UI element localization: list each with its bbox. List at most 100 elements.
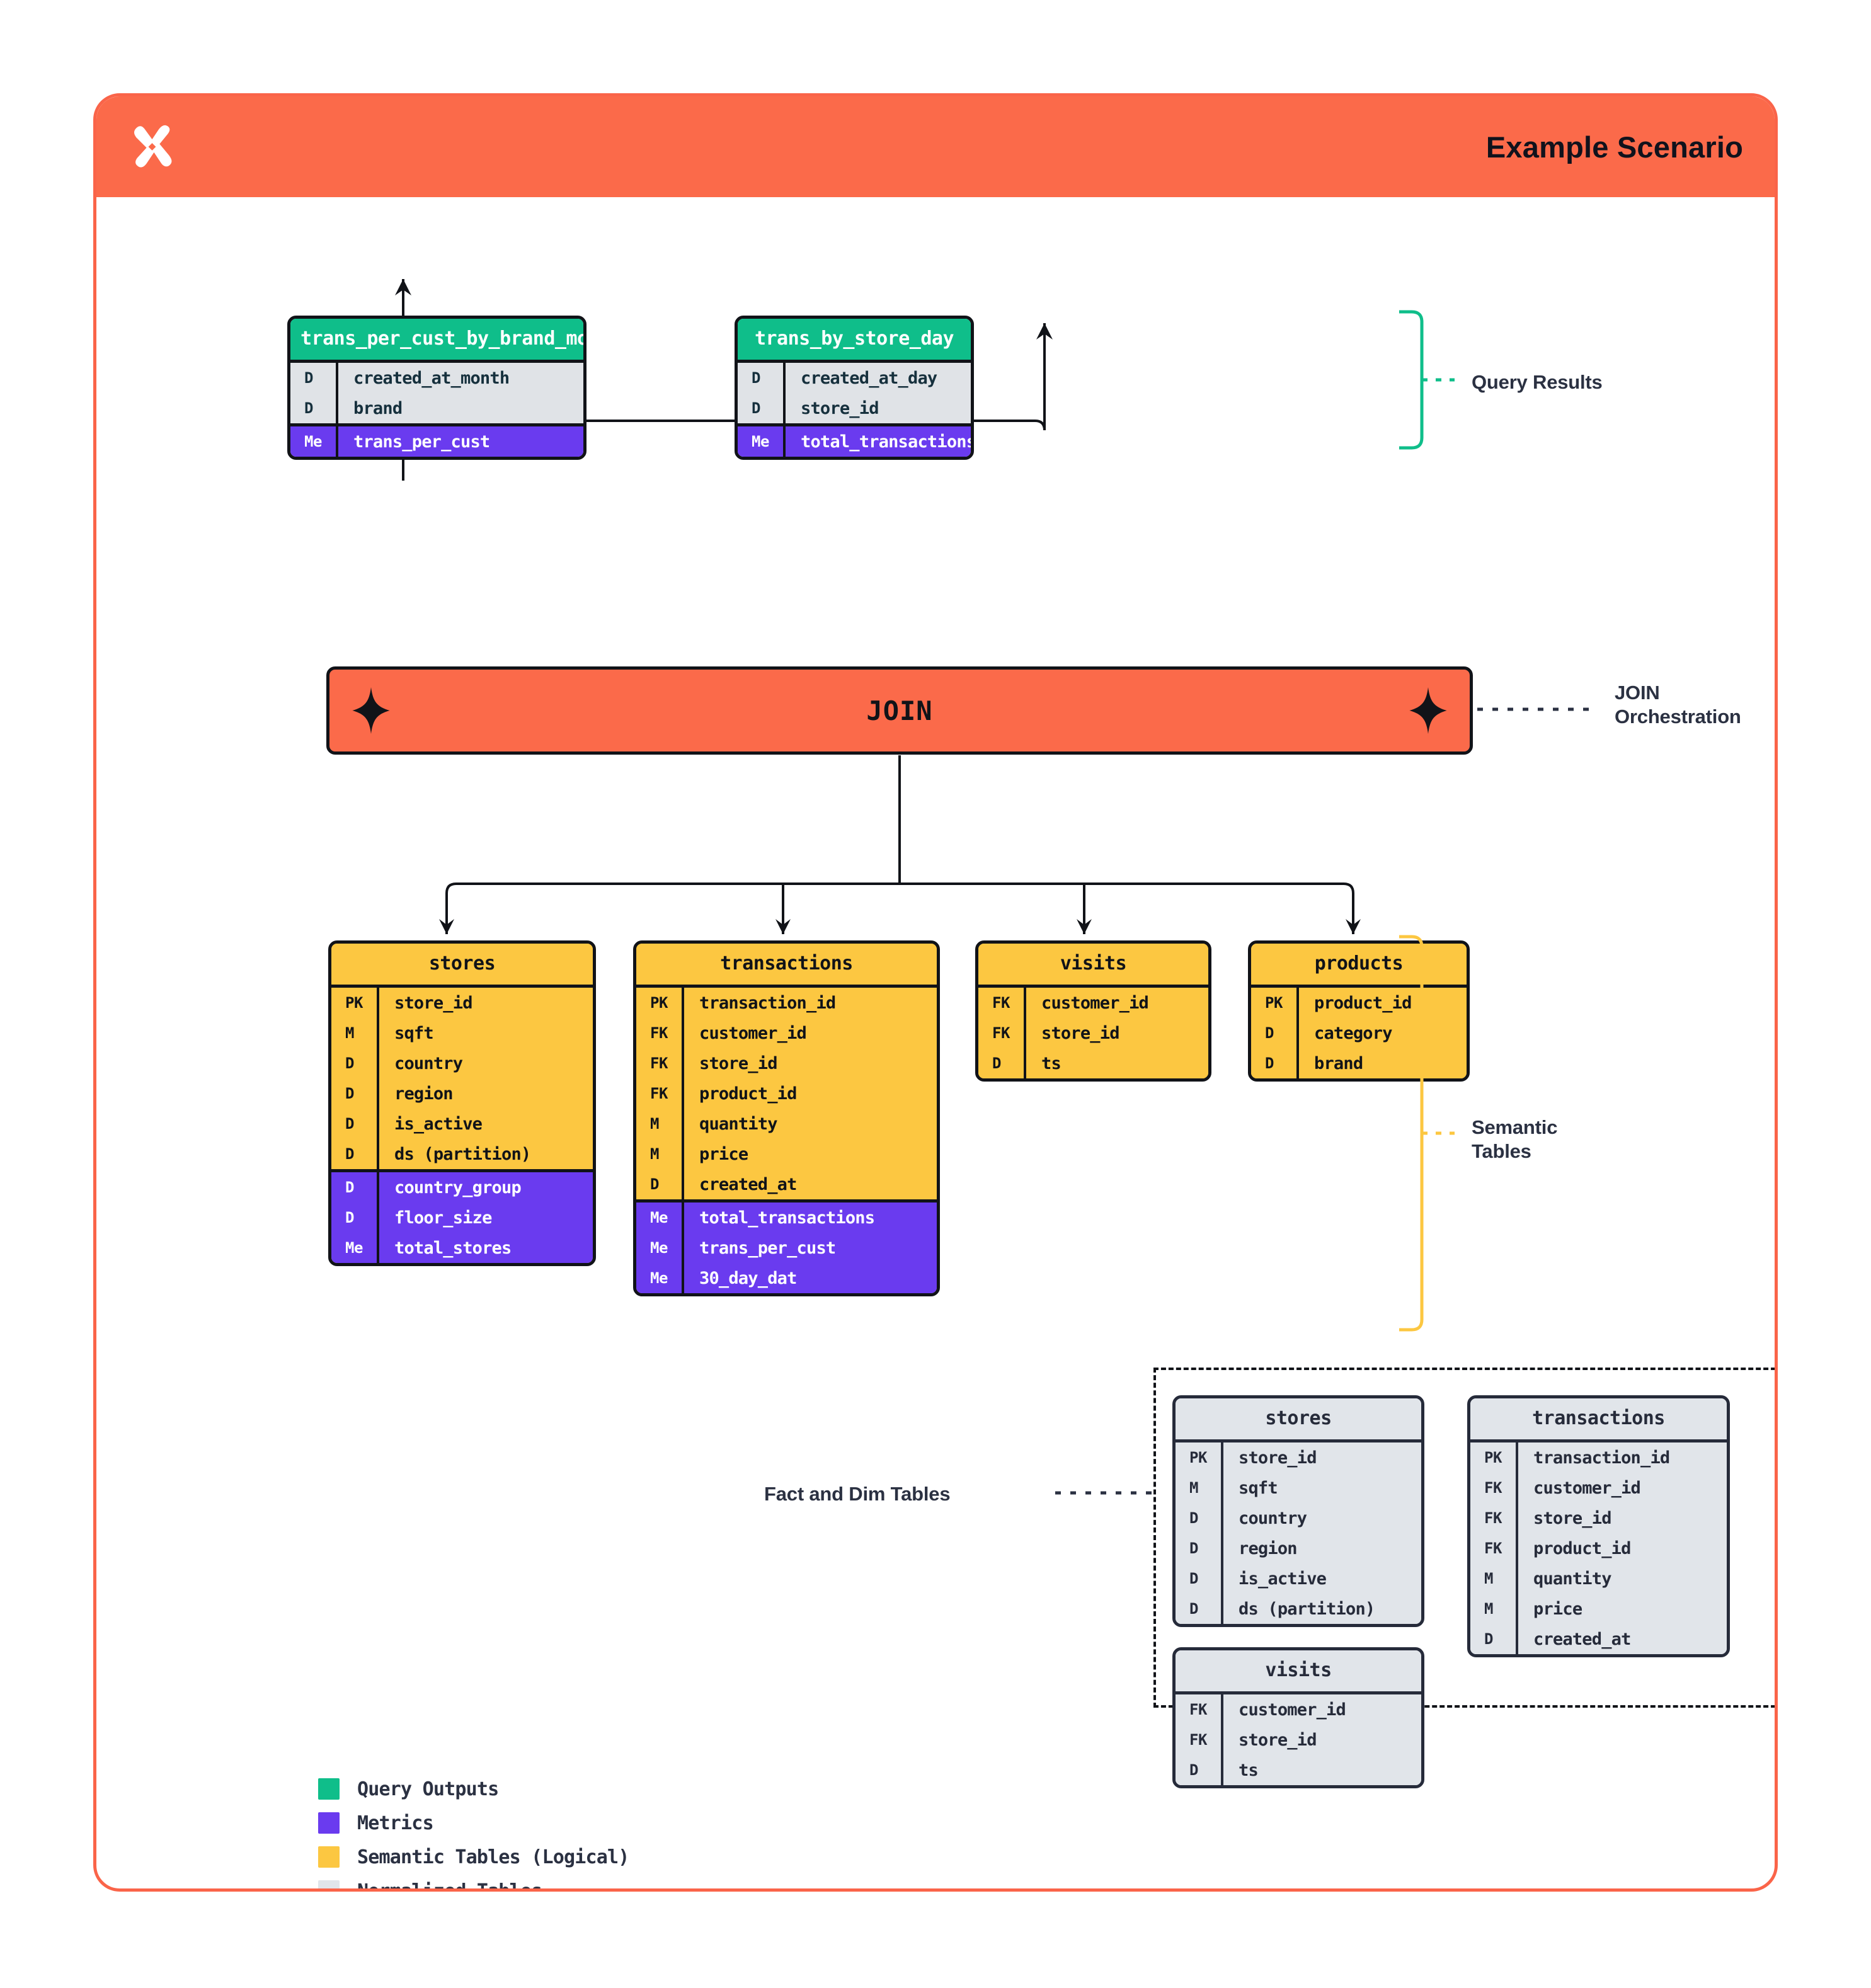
row-value: created_at (682, 1169, 937, 1199)
row-value: total_transactions (682, 1203, 937, 1233)
legend-label: Semantic Tables (Logical) (357, 1846, 629, 1868)
row-value: brand (1296, 1048, 1467, 1078)
row-key: D (1189, 1540, 1198, 1557)
row-value: store_id (1221, 1725, 1421, 1755)
table-row[interactable]: D brand (290, 393, 583, 423)
row-value: created_at_day (783, 363, 971, 393)
join-orchestration-bar[interactable]: JOIN (326, 666, 1473, 755)
table-title: stores (331, 944, 593, 985)
table-title: visits (1176, 1650, 1421, 1691)
row-value: ts (1221, 1755, 1421, 1785)
table-row[interactable]: D created_at_month (290, 363, 583, 393)
row-key: Me (752, 433, 769, 450)
row-value: trans_per_cust (682, 1233, 937, 1263)
row-value: sqft (377, 1018, 593, 1048)
row-key: D (992, 1054, 1001, 1072)
legend-item-metrics: Metrics (318, 1806, 629, 1840)
row-value: store_id (1516, 1503, 1727, 1533)
table-row[interactable]: D created_at_day (738, 363, 971, 393)
table-row[interactable]: Me trans_per_cust (290, 426, 583, 457)
fact-and-dim-tables-group (1153, 1368, 1775, 1708)
row-key: FK (1484, 1479, 1502, 1497)
query-result-table-0[interactable]: trans_per_cust_by_brand_month D created_… (287, 316, 586, 460)
query-result-table-1[interactable]: trans_by_store_day D created_at_day D st… (735, 316, 974, 460)
row-value: sqft (1221, 1473, 1421, 1503)
annotation-line-2: Tables (1472, 1140, 1531, 1162)
row-value: price (682, 1139, 937, 1169)
row-key: M (1189, 1479, 1198, 1497)
row-value: total_transactions (783, 426, 971, 457)
row-key: FK (650, 1054, 668, 1072)
row-value: created_at (1516, 1624, 1727, 1654)
row-key: M (650, 1145, 659, 1163)
row-key: D (304, 399, 313, 417)
table-row[interactable]: Me total_transactions (738, 426, 971, 457)
row-value: product_id (682, 1078, 937, 1109)
example-scenario-card: Example Scenario trans_per_cust_by_brand… (93, 93, 1778, 1892)
table-row[interactable]: D store_id (738, 393, 971, 423)
row-value: price (1516, 1594, 1727, 1624)
row-key: D (1189, 1600, 1198, 1618)
row-value: transaction_id (1516, 1442, 1727, 1473)
row-key: PK (1265, 994, 1283, 1012)
row-key: Me (650, 1269, 668, 1287)
table-row[interactable]: FK store_id (636, 1048, 937, 1078)
metric-group: Me total_transactions (738, 423, 971, 457)
row-value: store_id (682, 1048, 937, 1078)
